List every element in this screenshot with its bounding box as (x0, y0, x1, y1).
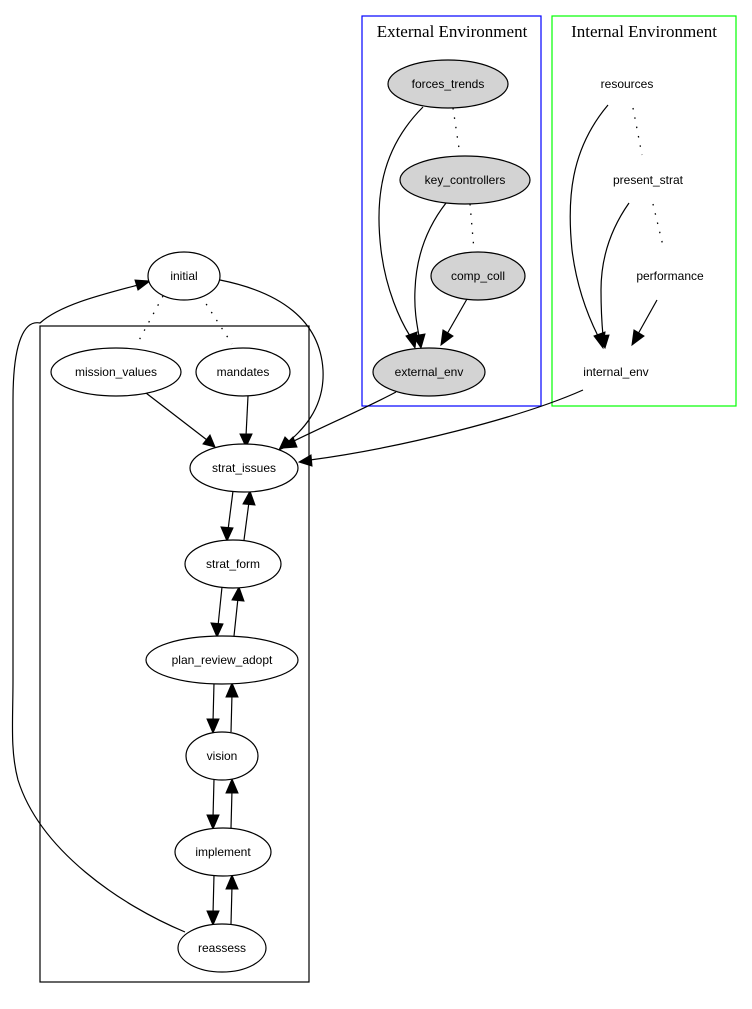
edge-strat-issues-strat-form (227, 490, 234, 531)
node-plan-review-adopt-label: plan_review_adopt (172, 653, 273, 667)
arrowhead (225, 681, 239, 698)
arrowhead (242, 489, 256, 506)
edge-key-controllers-comp-coll (469, 203, 475, 251)
cluster-internal-environment (551, 15, 737, 407)
arrowhead (202, 434, 216, 448)
node-mandates-label: mandates (217, 365, 270, 379)
arrowhead (239, 433, 253, 449)
node-comp-coll-label: comp_coll (451, 269, 505, 283)
arrowhead (210, 622, 224, 639)
arrowhead (440, 329, 454, 347)
edge-internal-env-strat-issues (309, 389, 584, 461)
node-implement-label: implement (195, 845, 251, 859)
node-strat-issues: strat_issues (189, 443, 299, 493)
edge-comp-coll-external-env (446, 298, 468, 335)
edge-implement-vision (230, 789, 233, 829)
edge-initial-strat-issues (219, 279, 324, 445)
arrowhead (231, 585, 245, 602)
node-vision-label: vision (207, 749, 238, 763)
edge-mandates-strat-issues (245, 395, 249, 437)
node-key-controllers-label: key_controllers (425, 173, 506, 187)
node-forces-trends: forces_trends (387, 59, 509, 109)
edge-resources-internal-env (569, 104, 609, 337)
edge-forces-trends-external-env (378, 106, 424, 337)
edge-performance-internal-env (637, 299, 658, 335)
node-vision: vision (185, 731, 259, 781)
edge-plan-review-adopt-strat-form (233, 597, 239, 637)
cluster-external-title: External Environment (377, 22, 528, 41)
arrowhead (596, 334, 610, 350)
node-strat-issues-label: strat_issues (212, 461, 276, 475)
node-implement: implement (174, 827, 272, 877)
node-key-controllers: key_controllers (399, 155, 531, 205)
arrowhead (206, 910, 220, 927)
arrowhead (206, 814, 220, 831)
arrowhead (206, 718, 220, 735)
node-reassess-label: reassess (198, 941, 246, 955)
arrowhead (225, 873, 239, 890)
node-strat-form-label: strat_form (206, 557, 260, 571)
arrowhead (225, 777, 239, 794)
cluster-internal-title: Internal Environment (571, 22, 717, 41)
arrowhead (134, 279, 152, 291)
node-resources: resources (601, 77, 654, 91)
cluster-external-environment (361, 15, 542, 407)
edge-reassess-initial (11, 284, 186, 933)
edge-implement-reassess (212, 874, 215, 915)
cluster-main (39, 325, 310, 983)
edge-reassess-implement (230, 885, 233, 925)
edge-present-strat-internal-env (600, 202, 630, 337)
node-forces-trends-label: forces_trends (412, 77, 485, 91)
edge-strat-form-plan-review-adopt (217, 586, 223, 627)
edge-initial-mandates (200, 295, 233, 345)
node-external-env-label: external_env (395, 365, 464, 379)
edge-present-strat-performance (652, 203, 665, 251)
arrowhead (297, 454, 313, 467)
node-performance: performance (636, 269, 704, 283)
arrowhead (220, 526, 234, 543)
node-present-strat: present_strat (613, 173, 684, 187)
edge-mission-values-strat-issues (145, 392, 208, 441)
node-external-env: external_env (372, 347, 486, 397)
node-comp-coll: comp_coll (430, 251, 526, 301)
node-strat-form: strat_form (184, 539, 282, 589)
node-mandates: mandates (195, 347, 291, 397)
node-initial-label: initial (170, 269, 197, 283)
node-internal-env: internal_env (583, 365, 648, 379)
arrowhead (412, 333, 426, 350)
node-initial: initial (147, 251, 221, 301)
edge-strat-form-strat-issues (243, 501, 250, 541)
edge-external-env-strat-issues (291, 391, 397, 443)
edge-vision-implement (212, 778, 215, 819)
edge-plan-review-adopt-vision (212, 682, 215, 723)
node-mission-values-label: mission_values (75, 365, 157, 379)
arrowhead (280, 436, 298, 449)
node-plan-review-adopt: plan_review_adopt (145, 635, 299, 685)
node-mission-values: mission_values (50, 347, 182, 397)
node-reassess: reassess (177, 923, 267, 973)
edge-vision-plan-review-adopt (230, 693, 233, 733)
arrowhead (631, 329, 645, 347)
edge-key-controllers-external-env (414, 202, 447, 337)
